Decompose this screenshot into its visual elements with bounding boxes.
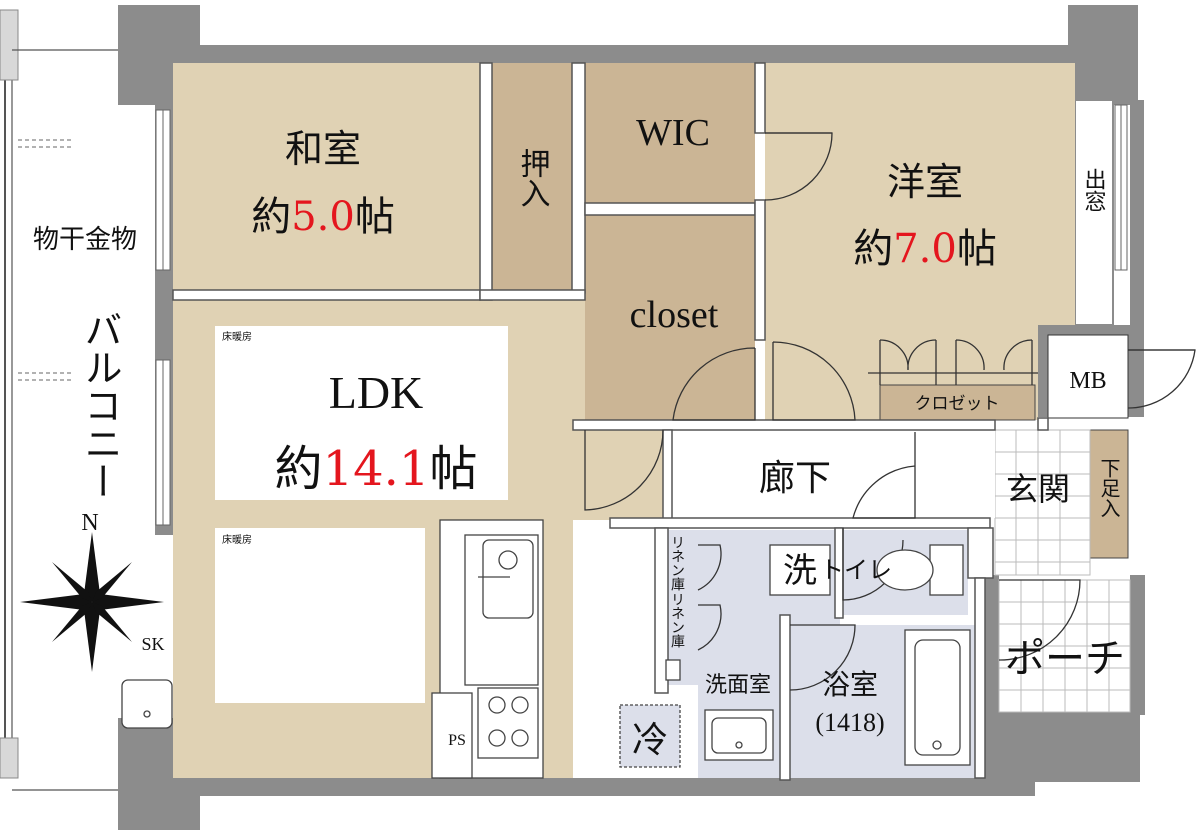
mb-label: MB — [1069, 368, 1106, 394]
oshiire-room — [492, 63, 572, 290]
floor-heating-label-1: 床暖房 — [222, 330, 252, 343]
wic-room — [585, 63, 755, 203]
washitsu-prefix: 約 — [251, 194, 291, 240]
genkan-tiles — [994, 429, 1091, 576]
ldk-name: LDK — [329, 367, 424, 418]
wet-fixtures — [121, 544, 971, 768]
svg-text:約7.0帖: 約7.0帖 — [853, 226, 997, 272]
compass-icon — [20, 532, 164, 672]
porch-tiles — [998, 579, 1131, 713]
kitchen-counter — [431, 519, 544, 779]
youshitsu-unit: 帖 — [957, 226, 997, 272]
washitsu-name: 和室 — [285, 127, 361, 171]
sk-label: SK — [141, 634, 164, 654]
demado-label: 出窓 — [1081, 168, 1106, 212]
toilet-label: トイレ — [820, 556, 892, 584]
getabako — [1089, 429, 1129, 559]
yokushitsu-name: 浴室 — [822, 668, 878, 701]
toilet-bowl — [929, 544, 964, 596]
rouka-label: 廊下 — [759, 458, 831, 499]
sink — [482, 539, 534, 619]
floor-heating-2 — [215, 528, 425, 703]
ldk-prefix: 約 — [275, 441, 323, 497]
rouka-area — [672, 430, 995, 518]
linen-label-2: リネン庫 — [669, 592, 685, 648]
reizouko-label: 冷 — [632, 720, 668, 761]
youshitsu-size: 7.0 — [893, 226, 957, 272]
linen-label-1: リネン庫 — [669, 535, 685, 591]
oshiire-label: 押入 — [515, 148, 550, 208]
monohoshi-label: 物干金物 — [33, 225, 137, 255]
washitsu-size: 5.0 — [291, 194, 355, 240]
porch-label: ポーチ — [1005, 636, 1125, 682]
youshitsu-room — [765, 63, 1075, 325]
getabako-label: 下足入 — [1097, 458, 1121, 518]
svg-text:約5.0帖: 約5.0帖 — [251, 194, 395, 240]
balcony-label: バルコニー — [78, 310, 122, 500]
compass-n-label: N — [81, 510, 98, 536]
stove — [477, 687, 539, 759]
sentakuki-label: 洗 — [783, 551, 817, 591]
floor-heating-1 — [215, 326, 508, 500]
floor-heating-label-2: 床暖房 — [222, 533, 252, 546]
senmen-label: 洗面室 — [705, 673, 771, 698]
kurozetto-shelf — [879, 384, 1036, 421]
balcony-area — [0, 9, 118, 791]
door-swings — [584, 132, 1196, 691]
washitsu-room — [173, 63, 480, 290]
ps-label: PS — [448, 732, 466, 749]
ldk-unit: 帖 — [429, 441, 477, 497]
genkan-label: 玄関 — [1006, 470, 1070, 508]
youshitsu-name: 洋室 — [887, 160, 963, 204]
youshitsu-prefix: 約 — [853, 226, 893, 272]
ldk-size: 14.1 — [323, 441, 430, 497]
interior-walls — [172, 62, 1049, 781]
kurozetto-label: クロゼット — [915, 394, 1000, 414]
washitsu-unit: 帖 — [355, 194, 395, 240]
closet-room — [585, 215, 755, 420]
svg-text:約14.1帖: 約14.1帖 — [275, 441, 478, 497]
yokushitsu-spec: (1418) — [815, 708, 884, 737]
wic-label: WIC — [636, 112, 710, 154]
closet-label: closet — [630, 294, 719, 336]
